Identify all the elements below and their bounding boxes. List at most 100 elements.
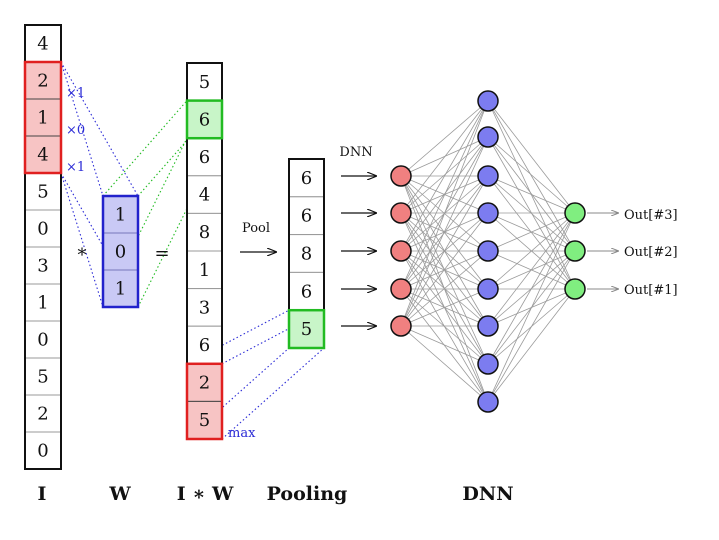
weight-value-3: 1 (115, 279, 126, 300)
input-cell-1 (24, 24, 62, 63)
node-layer2-6 (477, 278, 499, 300)
input-cell-12 (24, 431, 62, 470)
pooling-label: Pooling (267, 483, 348, 505)
node-layer1-2 (390, 202, 412, 224)
weight-to-conv-line-1 (102, 100, 188, 197)
edge-l1-5-2 (400, 136, 489, 327)
conv-to-pool-line-1 (186, 309, 290, 365)
node-layer3-2 (564, 240, 586, 262)
pool-value-3: 8 (301, 244, 312, 265)
conv-value-5: 8 (199, 222, 210, 243)
output-label-2: Out[#2] (624, 245, 678, 260)
edge-l1-5-3 (400, 175, 489, 327)
conv-cell-5 (186, 212, 223, 252)
conv-value-8: 6 (199, 335, 210, 356)
conv-value-2: 6 (199, 109, 210, 130)
edge-l1-5-1 (400, 100, 489, 327)
output-label-1: Out[#1] (624, 283, 678, 298)
input-value-4: 4 (37, 145, 48, 166)
network-edges (400, 100, 576, 403)
conv-cell-3 (186, 137, 223, 177)
edge-l1-4-1 (400, 100, 489, 290)
conv-to-pool-line-4 (221, 347, 325, 440)
input-value-6: 0 (37, 219, 48, 240)
input-value-8: 1 (37, 293, 48, 314)
conv-cell-4 (186, 175, 223, 214)
input-value-10: 5 (37, 367, 48, 388)
weight-to-conv-line-2 (137, 100, 223, 197)
edge-l1-4-9 (400, 288, 489, 403)
pool-cell-1 (288, 158, 325, 198)
node-layer1-5 (390, 315, 412, 337)
conv-value-7: 3 (199, 297, 210, 318)
edge-l2-7-1 (487, 212, 576, 327)
input-value-11: 2 (37, 404, 48, 425)
max-note: max (228, 426, 256, 441)
pool-result-highlight (287, 308, 326, 350)
multiplier-label-1: ×1 (66, 86, 85, 101)
edge-l2-9-1 (487, 212, 576, 403)
node-layer2-9 (477, 391, 499, 413)
equals-operator: = (154, 243, 169, 264)
edge-l1-4-8 (400, 288, 489, 365)
node-layer2-5 (477, 240, 499, 262)
weight-cell-2 (102, 232, 139, 271)
edge-l2-2-2 (487, 136, 576, 252)
edge-l1-5-8 (400, 325, 489, 365)
convolution-operator: * (78, 245, 87, 266)
input-value-1: 4 (37, 34, 48, 55)
pool-value-4: 6 (301, 281, 312, 302)
edge-l1-1-1 (400, 100, 489, 177)
edge-l2-1-2 (487, 100, 576, 252)
conv-to-pool-line-3 (186, 347, 290, 440)
conv-value-9: 2 (199, 373, 210, 394)
edge-l1-5-5 (400, 250, 489, 327)
node-layer2-8 (477, 353, 499, 375)
conv-value-3: 6 (199, 147, 210, 168)
edge-l1-2-2 (400, 136, 489, 214)
input-to-weight-line-bottom (60, 172, 104, 308)
node-layer1-3 (390, 240, 412, 262)
edge-l2-3-3 (487, 175, 576, 290)
conv-result-highlight (185, 99, 224, 140)
conv-value-1: 5 (199, 72, 210, 93)
node-layer3-1 (564, 202, 586, 224)
weight-to-conv-line-3 (102, 137, 188, 308)
output-label-3: Out[#3] (624, 208, 678, 223)
input-value-7: 3 (37, 256, 48, 277)
convolution-label: I ∗ W (177, 483, 234, 505)
weight-vector: 101 (101, 194, 140, 309)
edge-l2-5-1 (487, 212, 576, 252)
conv-pool-window-highlight (185, 362, 224, 441)
node-layer1-1 (390, 165, 412, 187)
weight-border (101, 194, 140, 309)
node-layer2-1 (477, 90, 499, 112)
edge-l1-4-3 (400, 175, 489, 290)
conv-cell-2 (186, 100, 223, 139)
node-layer2-2 (477, 126, 499, 148)
node-layer2-4 (477, 202, 499, 224)
edge-l2-3-2 (487, 175, 576, 252)
flow-arrows (240, 176, 618, 326)
input-border (24, 24, 62, 470)
input-to-weight-line-top (60, 61, 104, 197)
edge-l2-6-1 (487, 212, 576, 290)
input-value-3: 1 (37, 108, 48, 129)
edge-l1-5-9 (400, 325, 489, 403)
node-layer2-7 (477, 315, 499, 337)
edge-l2-9-2 (487, 250, 576, 403)
edge-l2-8-1 (487, 212, 576, 365)
edge-l1-5-4 (400, 212, 489, 327)
node-layer2-3 (477, 165, 499, 187)
edge-l1-3-2 (400, 136, 489, 252)
edge-l2-3-1 (487, 175, 576, 214)
node-layer3-3 (564, 278, 586, 300)
weights-label: W (108, 483, 131, 505)
conv-cell-6 (186, 250, 223, 290)
input-cell-8 (24, 283, 62, 322)
input-value-9: 0 (37, 330, 48, 351)
